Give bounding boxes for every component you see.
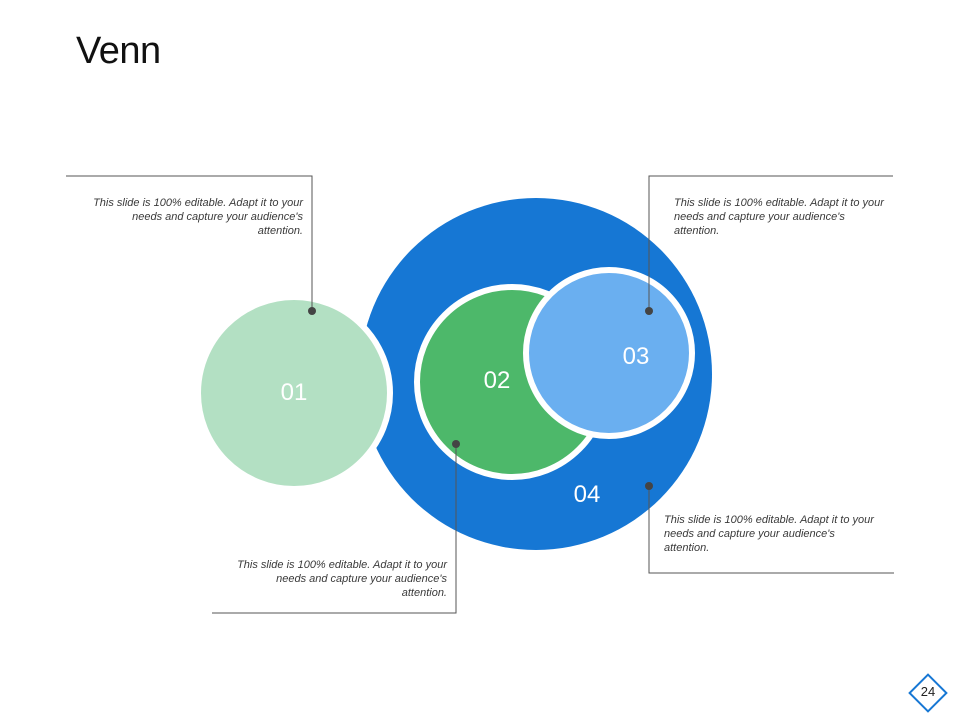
connector-top-left bbox=[66, 175, 313, 311]
connector-bottom-left bbox=[212, 444, 457, 614]
circle-02-label: 02 bbox=[484, 367, 511, 394]
connector-dot-top-right bbox=[645, 307, 653, 315]
connector-bottom-right bbox=[648, 486, 894, 574]
circle-03-label: 03 bbox=[623, 343, 650, 370]
note-bottom-right: This slide is 100% editable. Adapt it to… bbox=[664, 514, 874, 554]
circle-03 bbox=[523, 267, 695, 439]
circle-04-label: 04 bbox=[574, 481, 601, 508]
circle-01 bbox=[195, 294, 393, 492]
connector-dot-top-left bbox=[308, 307, 316, 315]
connector-top-right bbox=[648, 175, 893, 311]
page-number: 24 bbox=[920, 684, 936, 699]
connector-dot-bottom-right bbox=[645, 482, 653, 490]
slide-title: Venn bbox=[76, 30, 161, 72]
note-top-left: This slide is 100% editable. Adapt it to… bbox=[93, 197, 303, 237]
diamond-icon bbox=[908, 673, 948, 713]
page-number-badge: 24 bbox=[906, 671, 950, 715]
circle-01-label: 01 bbox=[281, 379, 308, 406]
connector-dot-bottom-left bbox=[452, 440, 460, 448]
note-bottom-left: This slide is 100% editable. Adapt it to… bbox=[237, 559, 447, 599]
note-top-right: This slide is 100% editable. Adapt it to… bbox=[674, 197, 884, 237]
